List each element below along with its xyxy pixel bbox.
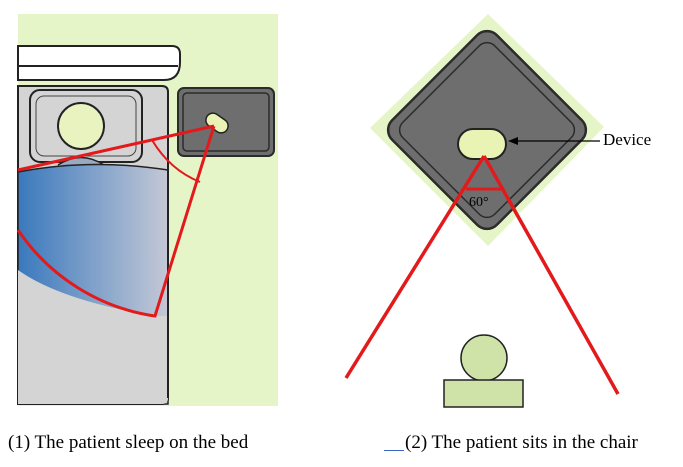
- caption-left: (1) The patient sleep on the bed: [8, 432, 249, 453]
- chair: [443, 379, 524, 408]
- field-of-view-left: [16, 124, 216, 318]
- sensor-device: [457, 128, 507, 160]
- field-of-view-right-ray: [482, 155, 620, 395]
- caption-right-wrapper: (2) The patient sits in the chair: [384, 433, 638, 452]
- patient-head-chair: [460, 334, 508, 382]
- device-label: Device: [603, 130, 652, 149]
- caption-right: (2) The patient sits in the chair: [405, 432, 638, 453]
- headboard: [17, 45, 181, 81]
- bed-scene: [16, 14, 278, 406]
- chair-scene: [344, 14, 620, 408]
- field-of-view-left-ray: [344, 155, 486, 379]
- angle-label: 60°: [469, 195, 489, 210]
- bed-lower-sheet: [18, 270, 168, 404]
- field-of-view-arc-small: [151, 139, 201, 183]
- caption-underline-mark: [384, 450, 404, 451]
- patient-head: [57, 102, 105, 150]
- device-pointer-arrowhead: [508, 137, 518, 145]
- nightstand-inner: [182, 92, 270, 152]
